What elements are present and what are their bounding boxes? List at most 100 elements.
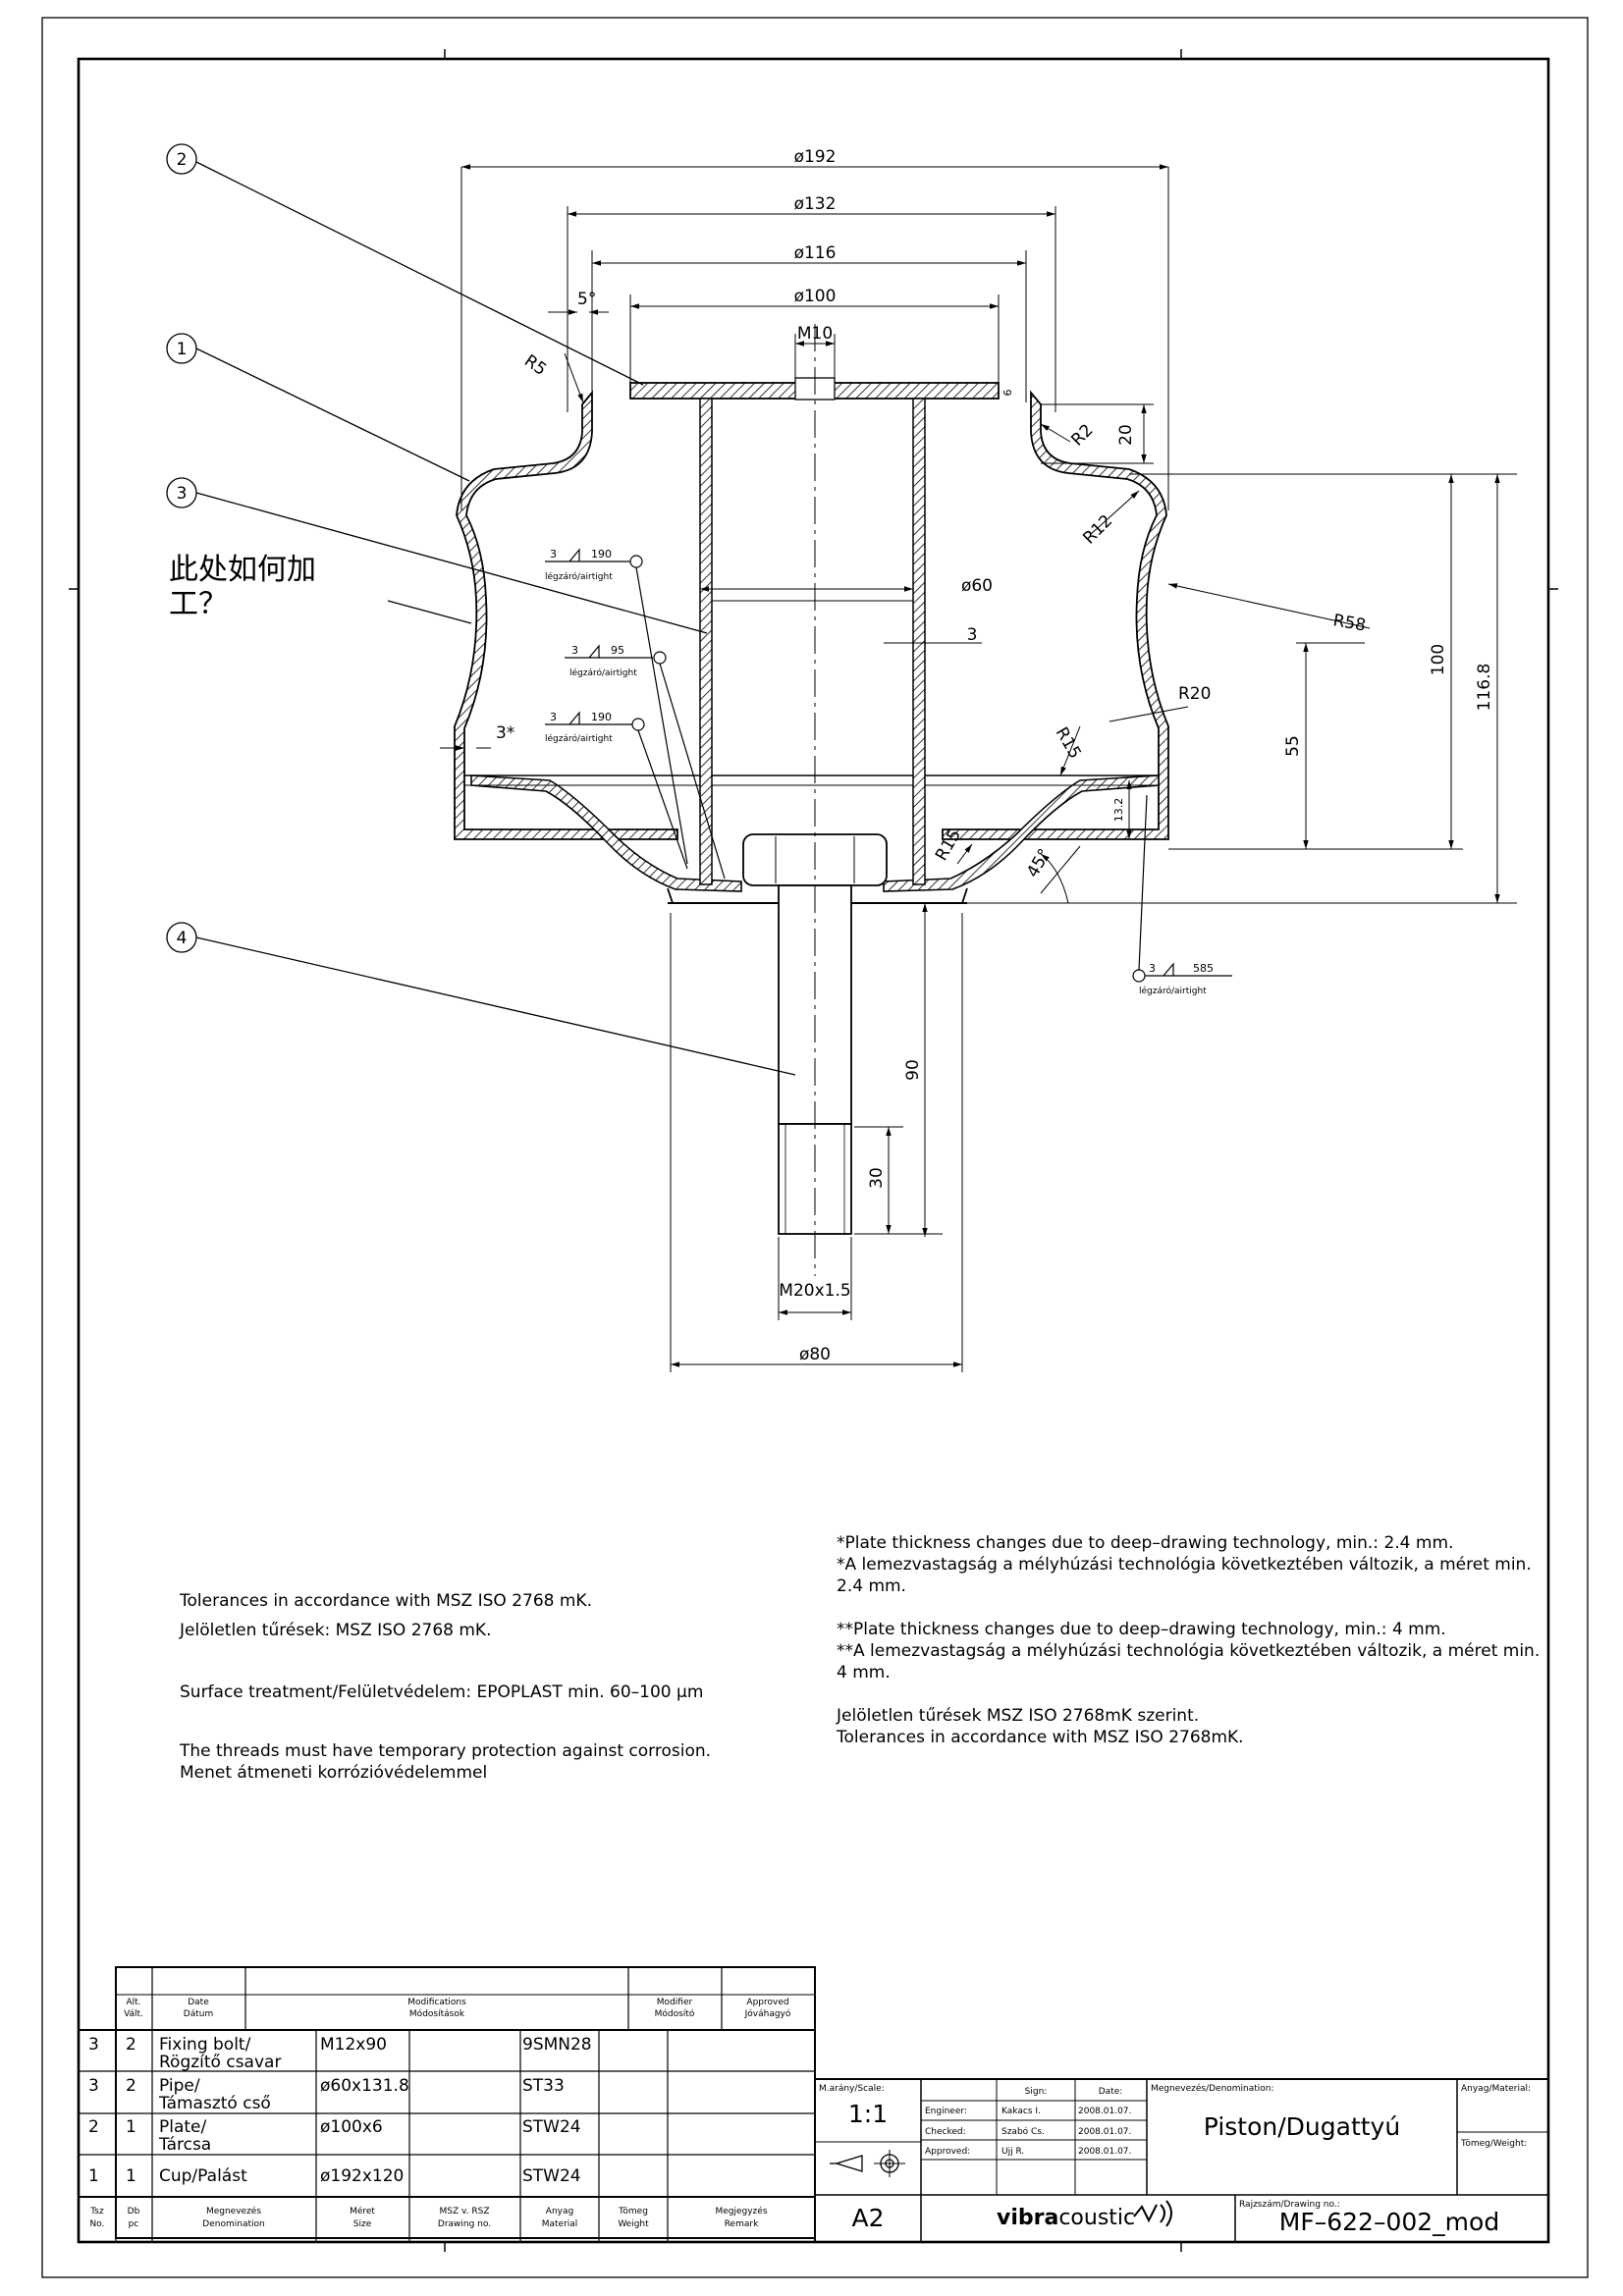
notes-right: *Plate thickness changes due to deep–dra… xyxy=(836,1533,1540,1747)
revision-header-date-0: Date xyxy=(188,1998,209,2007)
dim-m10: M10 xyxy=(797,324,833,344)
parts-header: Tsz No. Db pc Megnevezés Denomination Mé… xyxy=(89,2206,768,2229)
part-row-2-size: ø60x131.8 xyxy=(320,2076,409,2096)
dim-three: 3 xyxy=(967,625,978,645)
parts-header-no-0: Tsz xyxy=(89,2207,104,2216)
dim-twenty: 20 xyxy=(1116,424,1136,446)
scale-label: M.arány/Scale: xyxy=(819,2084,885,2094)
note-right-1: *Plate thickness changes due to deep–dra… xyxy=(837,1533,1453,1553)
note-right-3: 2.4 mm. xyxy=(837,1576,906,1596)
parts-header-draw-1: Drawing no. xyxy=(438,2219,491,2229)
part-row-3-no: 2 xyxy=(88,2117,99,2137)
dim-forty-five: 45° xyxy=(1023,845,1055,881)
dim-r12: R12 xyxy=(1079,511,1116,549)
part-row-1-no: 3 xyxy=(88,2035,99,2055)
logo-rest: coustic xyxy=(1058,2206,1135,2230)
dim-d100: ø100 xyxy=(794,287,837,306)
part-row-1-size: M12x90 xyxy=(320,2035,387,2055)
approved-date: 2008.01.07. xyxy=(1078,2147,1131,2157)
part-row-4-name-1: Cup/Palást xyxy=(159,2166,247,2186)
parts-list-grid xyxy=(78,1966,816,2242)
cup-outline-right xyxy=(942,390,1169,840)
dim-three-star: 3* xyxy=(496,723,514,743)
note-right-2: *A lemezvastagság a mélyhúzási technológ… xyxy=(837,1555,1532,1575)
parts-header-draw-0: MSZ v. RSZ xyxy=(440,2207,490,2216)
denomination-label: Megnevezés/Denomination: xyxy=(1151,2083,1274,2094)
note-left-1: Tolerances in accordance with MSZ ISO 27… xyxy=(179,1591,592,1611)
note-right-4: **Plate thickness changes due to deep–dr… xyxy=(837,1620,1446,1639)
parts-header-size-1: Size xyxy=(353,2219,372,2229)
part-row-3-name-1: Plate/ xyxy=(159,2117,207,2137)
note-right-5: **A lemezvastagság a mélyhúzási technoló… xyxy=(837,1641,1540,1661)
approved-role: Approved: xyxy=(925,2147,970,2157)
weld-1-size: 3 xyxy=(550,548,557,561)
part-row-2-name-2: Támasztó cső xyxy=(158,2094,271,2113)
revision-header-mods-1: Módosítások xyxy=(409,2008,465,2019)
part-row-3-pc: 1 xyxy=(126,2117,136,2137)
approved-name: Ujj R. xyxy=(1001,2147,1024,2157)
note-left-5: Menet átmeneti korrózióvédelemmel xyxy=(180,1763,487,1783)
engineer-role: Engineer: xyxy=(925,2107,967,2116)
dim-r20: R20 xyxy=(1178,684,1211,704)
dim-thirty: 30 xyxy=(867,1167,887,1189)
weld-2-size: 3 xyxy=(571,644,578,657)
part-row-4-no: 1 xyxy=(88,2166,99,2186)
note-right-7: Jelöletlen tűrések MSZ ISO 2768mK szerin… xyxy=(836,1706,1199,1726)
dim-d116: ø116 xyxy=(794,243,837,263)
date-label: Date: xyxy=(1099,2087,1123,2097)
parts-header-no-1: No. xyxy=(90,2219,105,2229)
weld-3-label: légzáró/airtight xyxy=(545,733,613,744)
part-row-4-material: STW24 xyxy=(522,2166,581,2186)
title-block-grid xyxy=(814,2078,1549,2243)
weld-1-label: légzáró/airtight xyxy=(545,571,613,582)
revision-header-alt-0: Alt. xyxy=(126,1998,140,2007)
dim-r5: R5 xyxy=(520,351,550,380)
weld-3-length: 190 xyxy=(591,711,612,723)
support-pipe-left-wall xyxy=(699,398,713,885)
note-left-2: Jelöletlen tűrések: MSZ ISO 2768 mK. xyxy=(179,1621,492,1640)
part-row-1-material: 9SMN28 xyxy=(522,2035,592,2055)
revision-header-modifier-1: Módosító xyxy=(655,2008,695,2019)
revision-header: Alt. Vált. Date Dátum Modifications Módo… xyxy=(124,1998,791,2019)
weight-label: Tömeg/Weight: xyxy=(1460,2139,1527,2149)
part-row-3-name-2: Tárcsa xyxy=(158,2135,211,2155)
parts-header-name-0: Megnevezés xyxy=(206,2206,261,2216)
dim-ninety: 90 xyxy=(903,1059,923,1081)
parts-header-size-0: Méret xyxy=(350,2206,375,2216)
question-note-line-1: 此处如何加 xyxy=(169,553,316,587)
weld-4-length: 585 xyxy=(1193,962,1214,975)
part-row-4-size: ø192x120 xyxy=(320,2166,404,2186)
part-row-2-material: ST33 xyxy=(522,2076,565,2096)
part-row-1-name-1: Fixing bolt/ xyxy=(159,2035,251,2055)
revision-header-date-1: Dátum xyxy=(184,2009,213,2019)
sheet-size: A2 xyxy=(851,2204,884,2232)
revision-header-approved-1: Jóváhagyó xyxy=(744,2008,791,2019)
revision-header-modifier-0: Modifier xyxy=(657,1998,693,2007)
part-row-2-no: 3 xyxy=(88,2076,99,2096)
parts-header-remark-1: Remark xyxy=(725,2219,759,2229)
revision-header-alt-1: Vált. xyxy=(124,2009,143,2019)
drawing-no-label: Rajzszám/Drawing no.: xyxy=(1239,2200,1340,2210)
parts-rows: 3 2 Fixing bolt/ Rögzítő csavar M12x90 9… xyxy=(88,2035,592,2186)
piston-section-view xyxy=(454,324,1169,1276)
parts-header-name-1: Denomination xyxy=(202,2219,264,2229)
part-balloons xyxy=(166,143,796,1076)
dim-d192: ø192 xyxy=(794,147,837,167)
checked-date: 2008.01.07. xyxy=(1078,2127,1131,2137)
weld-3-size: 3 xyxy=(550,711,557,723)
company-logo: vibracoustic xyxy=(997,2206,1135,2230)
dim-r15a: R15 xyxy=(1052,724,1085,763)
sign-label: Sign: xyxy=(1025,2087,1048,2097)
part-row-3-size: ø100x6 xyxy=(320,2117,383,2137)
weld-4-label: légzáró/airtight xyxy=(1139,986,1207,996)
note-left-3: Surface treatment/Felületvédelem: EPOPLA… xyxy=(180,1682,703,1702)
parts-header-pc-1: pc xyxy=(129,2219,139,2229)
engineer-name: Kakacs I. xyxy=(1001,2107,1041,2116)
weld-2-length: 95 xyxy=(611,644,624,657)
revision-header-approved-0: Approved xyxy=(746,1998,788,2007)
checked-name: Szabó Cs. xyxy=(1001,2126,1045,2137)
checked-role: Checked: xyxy=(925,2127,966,2137)
dim-hundred: 100 xyxy=(1429,644,1448,675)
dim-h116: 116.8 xyxy=(1475,664,1494,712)
